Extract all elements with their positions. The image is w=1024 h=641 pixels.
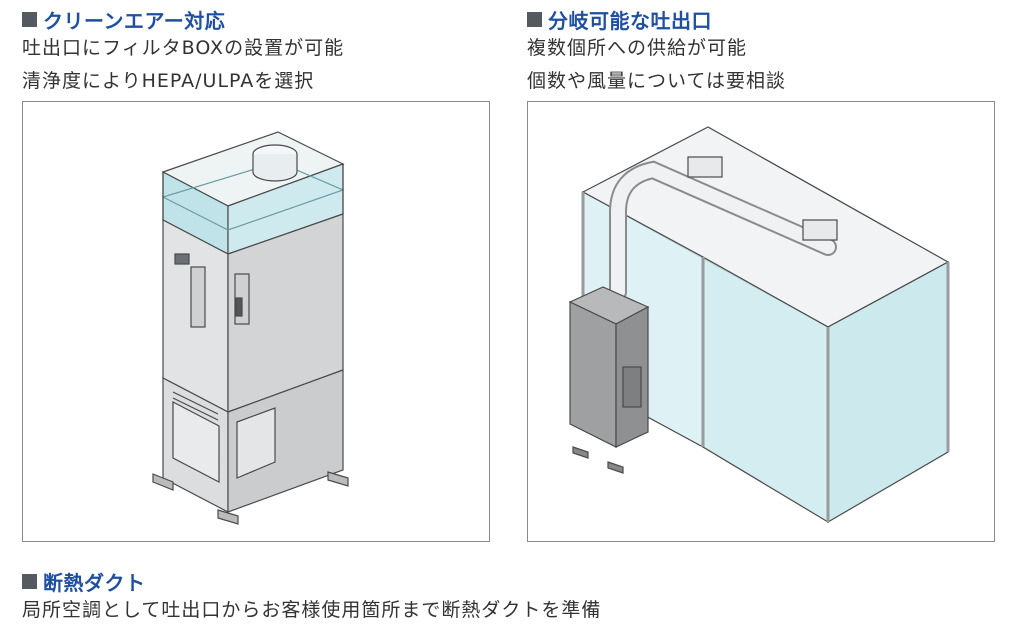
square-bullet-icon (22, 573, 37, 589)
description-line: 複数個所への供給が可能 (527, 37, 748, 59)
image-panel-filter-box-unit (22, 101, 490, 542)
section-clean-air: クリーンエアー対応 吐出口にフィルタBOXの設置が可能 清浄度によりHEPA/U… (22, 6, 344, 98)
section-branch-outlet: 分岐可能な吐出口 複数個所への供給が可能 個数や風量については要相談 (527, 6, 786, 98)
section-heading: 断熱ダクト (22, 568, 601, 595)
branch-duct-booth-illustration (568, 126, 950, 524)
square-bullet-icon (527, 11, 542, 27)
image-panel-branch-outlets (527, 101, 995, 542)
description-line: 吐出口にフィルタBOXの設置が可能 (22, 37, 345, 59)
description-line: 清浄度によりHEPA/ULPAを選択 (22, 70, 315, 92)
square-bullet-icon (22, 11, 37, 27)
air-unit-with-filter-box-illustration (152, 131, 349, 525)
section-heading: クリーンエアー対応 (22, 6, 344, 33)
section-heading: 分岐可能な吐出口 (527, 6, 786, 33)
section-title: 分岐可能な吐出口 (548, 8, 712, 33)
section-title: 断熱ダクト (43, 570, 146, 595)
description-line: 個数や風量については要相談 (527, 70, 787, 92)
description-line: 局所空調として吐出口からお客様使用箇所まで断熱ダクトを準備 (22, 599, 602, 621)
section-title: クリーンエアー対応 (43, 8, 226, 33)
section-insulated-duct: 断熱ダクト 局所空調として吐出口からお客様使用箇所まで断熱ダクトを準備 (22, 568, 601, 627)
